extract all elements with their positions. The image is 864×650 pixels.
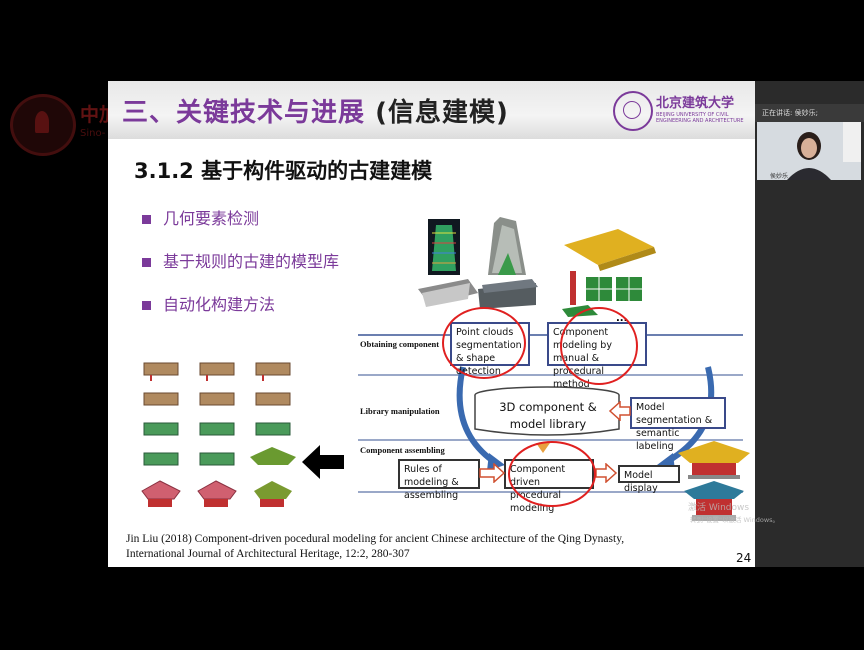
speaker-bar: [755, 104, 864, 122]
watermark-logo-icon: [10, 94, 76, 156]
box-rules: Rules of modeling & assembling: [398, 459, 480, 501]
bullet-item: 几何要素检测: [142, 205, 259, 229]
divider-line: [358, 439, 743, 441]
temple-display-image: [678, 441, 750, 521]
arrow-right-icon: [595, 463, 618, 483]
windows-activation-subtitle: 转到"设置"以激活 Windows。: [690, 516, 780, 524]
box-model-segmentation: Model segmentation & semantic labeling: [630, 397, 726, 452]
slide-subtitle: 3.1.2 基于构件驱动的古建建模: [134, 159, 433, 183]
page-number: 24: [736, 551, 752, 565]
bullet-square-icon: [142, 215, 151, 224]
highlight-circle: [442, 307, 526, 379]
university-name: 北京建筑大学: [656, 96, 735, 111]
arrow-right-icon: [479, 463, 506, 483]
citation-line: Jin Liu (2018) Component-driven pocedura…: [126, 533, 625, 545]
watermark-subtext: Sino-: [80, 128, 106, 139]
bullet-text: 自动化构建方法: [163, 295, 276, 314]
bullet-square-icon: [142, 258, 151, 267]
row-label-assembling: Component assembling: [360, 445, 445, 455]
row-label-obtaining: Obtaining component: [360, 339, 440, 349]
slide-title-suffix: (信息建模): [375, 98, 509, 128]
speaker-label: 正在讲话: 侯妙乐;: [762, 109, 818, 117]
highlight-circle: [508, 441, 596, 507]
participant-name: 侯妙乐: [770, 173, 789, 180]
university-english-name: BEIJING UNIVERSITY OF CIVIL ENGINEERING …: [656, 112, 744, 124]
bullet-item: 自动化构建方法: [142, 291, 275, 315]
bullet-item: 基于规则的古建的模型库: [142, 248, 339, 272]
participant-video[interactable]: [757, 122, 861, 180]
box-model-display: Model display: [618, 465, 680, 494]
component-models-image: [562, 229, 656, 317]
library-label: 3D component & model library: [499, 400, 597, 431]
arrow-left-icon: [608, 401, 631, 421]
participant-avatar-icon: [757, 122, 861, 180]
slide-title: 三、关键技术与进展 (信息建模): [122, 92, 509, 129]
highlight-circle: [560, 307, 638, 385]
bullet-text: 几何要素检测: [163, 209, 260, 228]
presentation-slide: 三、关键技术与进展 (信息建模) 北京建筑大学 BEIJING UNIVERSI…: [108, 81, 755, 567]
pagoda-models-image: [418, 217, 538, 309]
library-cylinder-shape: [474, 386, 620, 436]
arrow-left-large-icon: [302, 445, 344, 479]
row-label-library: Library manipulation: [360, 406, 440, 416]
university-seal-icon: [613, 91, 653, 131]
citation-line: International Journal of Architectural H…: [126, 548, 410, 560]
citation: Jin Liu (2018) Component-driven pocedura…: [126, 532, 624, 562]
model-grid-image: [141, 362, 296, 507]
slide-title-main: 三、关键技术与进展: [122, 98, 376, 128]
windows-activation-title: 激活 Windows: [688, 503, 750, 513]
bullet-square-icon: [142, 301, 151, 310]
divider-line: [358, 374, 743, 376]
bullet-text: 基于规则的古建的模型库: [163, 252, 340, 271]
